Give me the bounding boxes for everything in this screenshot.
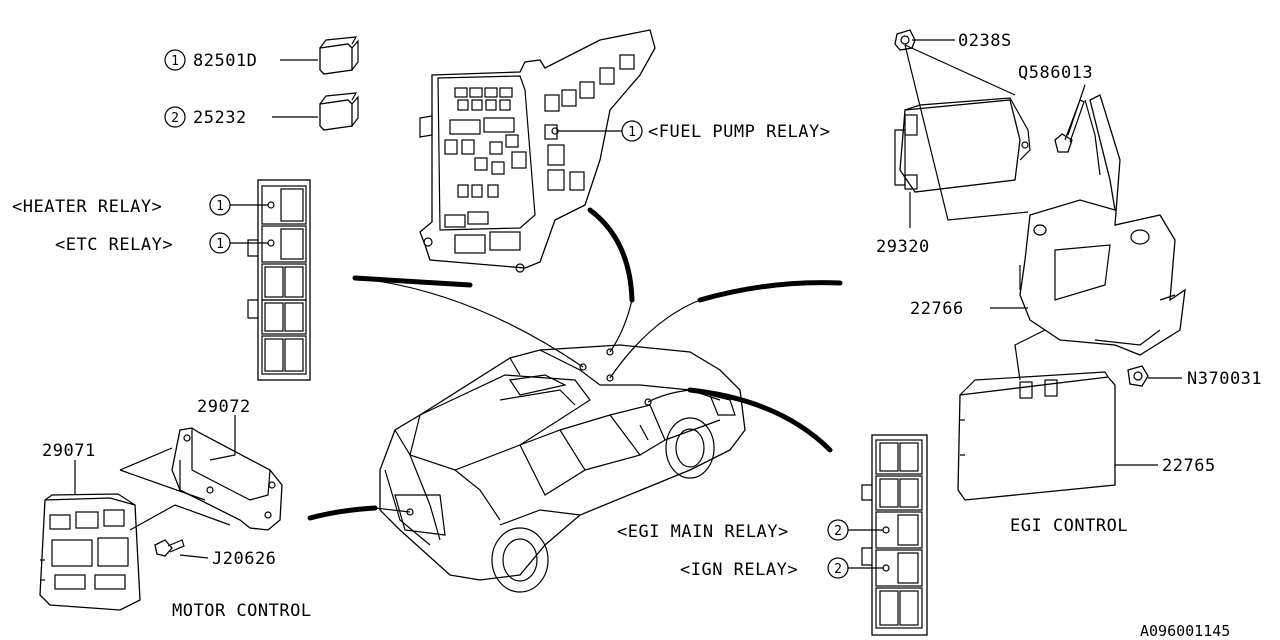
heater-relay-callout[interactable]: <HEATER RELAY> 1	[12, 194, 268, 217]
part-label-29320: 29320	[876, 237, 930, 257]
fuse-grid	[444, 54, 635, 254]
callout-number: 1	[628, 125, 636, 140]
fuel-pump-relay-callout[interactable]: 1 <FUEL PUMP RELAY>	[558, 120, 831, 142]
part-label-29071: 29071	[42, 441, 96, 461]
section-label-egi-control: EGI CONTROL	[1010, 516, 1128, 536]
fuse-relay-box[interactable]	[419, 29, 656, 273]
bracket-22766[interactable]	[1019, 94, 1186, 356]
egi-main-relay-label: <EGI MAIN RELAY>	[617, 522, 789, 542]
ecu-22765[interactable]	[957, 371, 1116, 501]
lower-right-relay-block[interactable]	[861, 434, 928, 636]
etc-relay-callout[interactable]: <ETC RELAY> 1	[55, 232, 268, 255]
module-29320[interactable]	[894, 97, 1031, 193]
part-label-29072: 29072	[197, 397, 251, 417]
relay-icon	[319, 92, 359, 131]
nut-n370031	[1127, 365, 1149, 387]
module-29071[interactable]	[39, 493, 141, 611]
left-relay-block[interactable]	[247, 179, 311, 381]
bracket-29072[interactable]	[171, 427, 283, 531]
ign-relay-label: <IGN RELAY>	[680, 560, 798, 580]
fuel-pump-relay-label: <FUEL PUMP RELAY>	[648, 122, 831, 142]
part-label-0238s: 0238S	[958, 31, 1012, 51]
lower-left-callouts	[74, 415, 236, 559]
egi-main-relay-callout[interactable]: <EGI MAIN RELAY> 2	[617, 519, 883, 542]
callout-number: 1	[216, 199, 224, 214]
relay-legend-1[interactable]: 1 82501D	[164, 36, 359, 75]
callout-number: 1	[171, 54, 179, 69]
relay-icon	[319, 36, 359, 75]
ign-relay-callout[interactable]: <IGN RELAY> 2	[680, 557, 883, 580]
etc-relay-label: <ETC RELAY>	[55, 235, 173, 255]
vehicle-body	[379, 344, 746, 593]
diagram-code: A096001145	[1140, 622, 1230, 640]
part-label-q586013: Q586013	[1018, 63, 1093, 83]
callout-number: 2	[834, 524, 842, 539]
part-label-22765: 22765	[1162, 456, 1216, 476]
bolt-j20626	[154, 539, 185, 557]
connector-leaders	[307, 207, 843, 521]
part-label-22766: 22766	[910, 299, 964, 319]
part-label-j20626: J20626	[212, 549, 276, 569]
part-label-n370031: N370031	[1187, 369, 1262, 389]
relay-legend-2[interactable]: 2 25232	[164, 92, 359, 131]
heater-relay-label: <HEATER RELAY>	[12, 197, 162, 217]
section-label-motor-control: MOTOR CONTROL	[172, 601, 312, 621]
right-part-callouts	[904, 39, 1182, 466]
bolt-q586013	[1054, 99, 1085, 153]
callout-number: 2	[171, 111, 179, 126]
callout-number: 1	[216, 237, 224, 252]
part-number-25232: 25232	[193, 108, 247, 128]
part-number-82501d: 82501D	[193, 51, 257, 71]
callout-number: 2	[834, 562, 842, 577]
